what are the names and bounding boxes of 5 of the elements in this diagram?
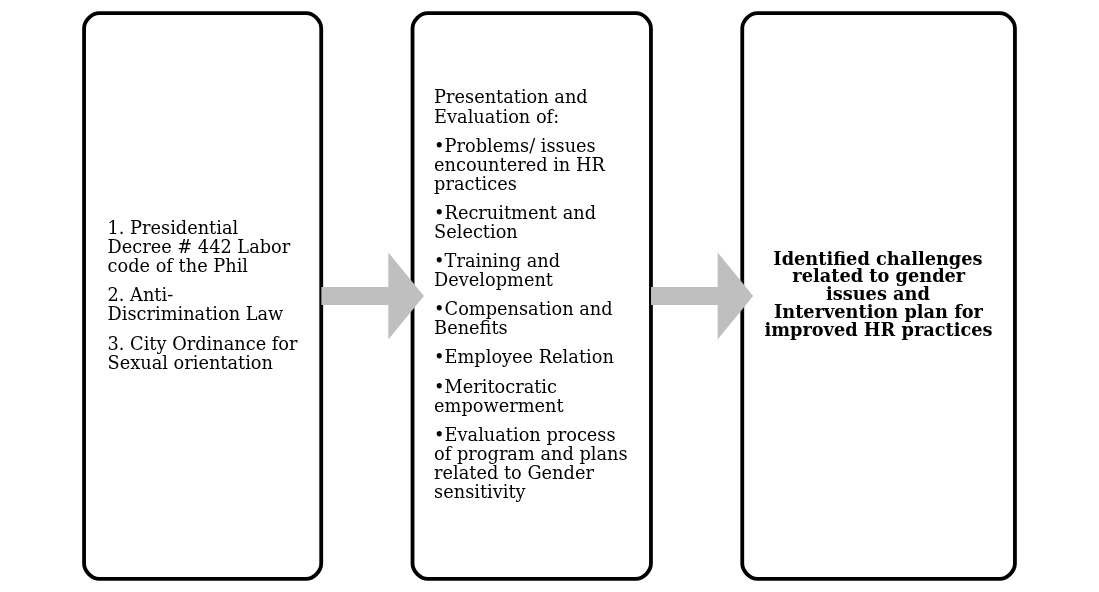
- arrow: [651, 252, 754, 340]
- node-box: Presentation and Evaluation of: •Problems/ issues encountered in HR practices •Recruitment and Selection •Training and Development •Compensation and Benefits •Employee Relation •Meritocratic empowerment •Evaluation process of program and plans related to Gender sensitivity: [410, 11, 653, 581]
- arrow: [321, 252, 424, 340]
- node-box: Identified challenges related to gender issues and Intervention plan for improved HR practices: [740, 11, 1017, 581]
- node-box: 1. Presidential Decree # 442 Labor code of the Phil 2. Anti-Discrimination Law 3. City Ordinance for Sexual orientation: [82, 11, 324, 581]
